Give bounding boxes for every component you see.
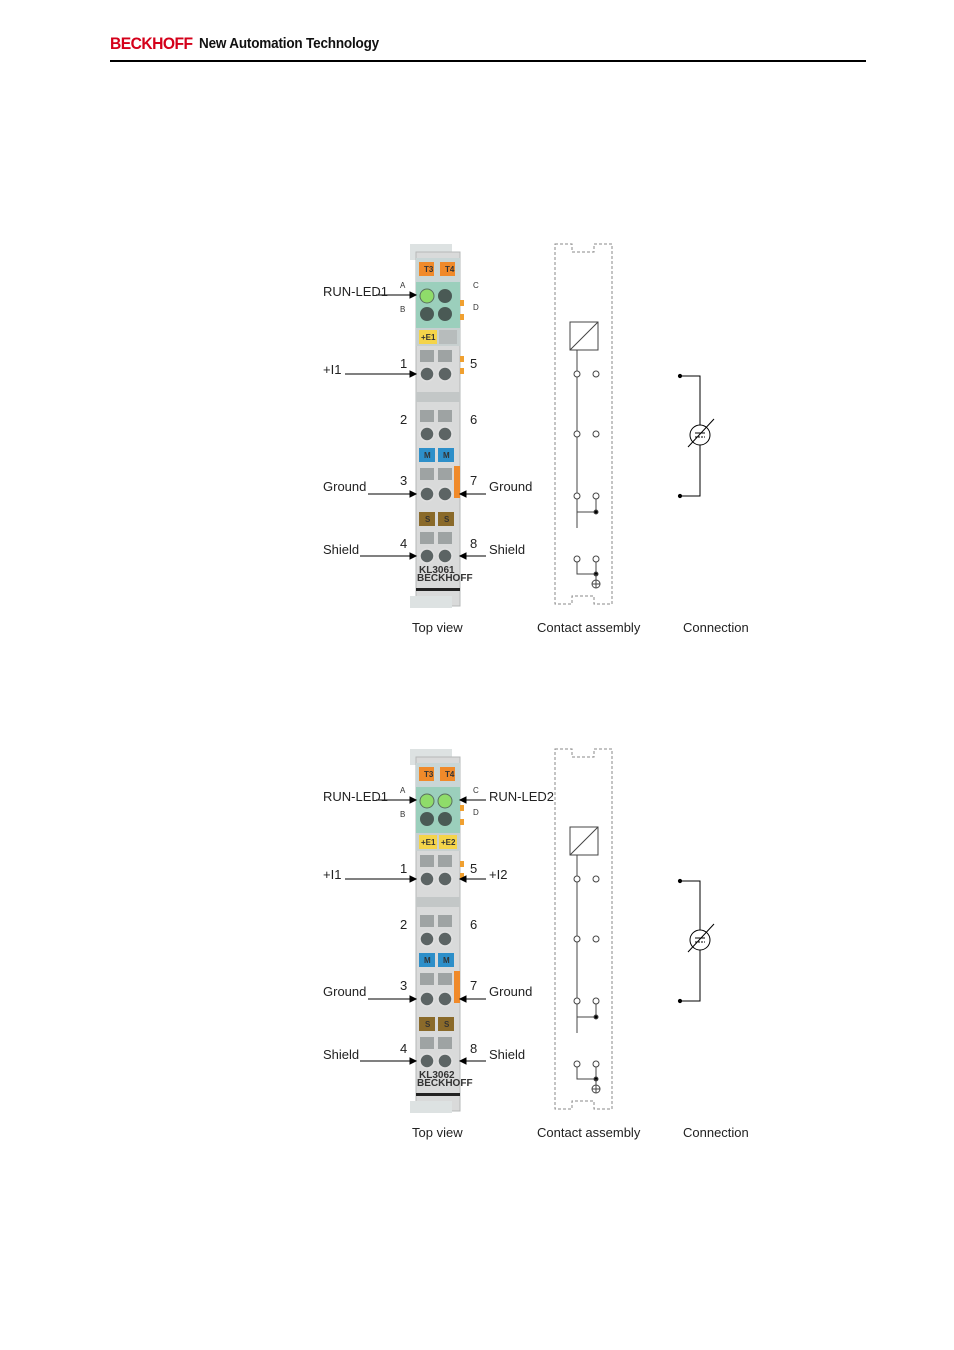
label-input-1: +I1 xyxy=(323,362,342,377)
label-shield-right: Shield xyxy=(489,1047,526,1062)
brand-tagline: New Automation Technology xyxy=(199,35,379,52)
label-ground-left: Ground xyxy=(323,479,367,494)
contact-assembly xyxy=(554,748,613,1110)
label-ground-right: Ground xyxy=(489,984,533,999)
label-input-2: +I2 xyxy=(489,867,508,882)
label-ground-left: Ground xyxy=(323,984,367,999)
contact-d: D xyxy=(473,303,479,312)
contact-8: 8 xyxy=(470,1041,478,1056)
contact-assembly xyxy=(554,243,613,605)
tag-t3: T3 xyxy=(424,265,434,274)
tag-m1: M xyxy=(424,956,431,965)
caption-contact-assembly: Contact assembly xyxy=(537,620,641,635)
label-run-led1: RUN-LED1 xyxy=(323,284,389,299)
contact-1: 1 xyxy=(400,861,408,876)
contact-7: 7 xyxy=(470,978,478,993)
caption-top-view: Top view xyxy=(412,620,463,635)
tag-e1: +E1 xyxy=(421,333,436,342)
contact-8: 8 xyxy=(470,536,478,551)
label-ground-right: Ground xyxy=(489,479,533,494)
caption-connection: Connection xyxy=(683,620,749,635)
label-shield-left: Shield xyxy=(323,542,360,557)
tag-s2: S xyxy=(444,1020,450,1029)
terminal-model: KL3061 xyxy=(419,565,455,576)
label-run-led1: RUN-LED1 xyxy=(323,789,389,804)
tag-t3: T3 xyxy=(424,770,434,779)
brand-logo: BECKHOFF xyxy=(110,34,193,53)
contact-6: 6 xyxy=(470,412,478,427)
tag-t4: T4 xyxy=(445,265,455,274)
header-rule xyxy=(110,60,866,62)
contact-2: 2 xyxy=(400,917,408,932)
contact-c: C xyxy=(473,281,479,290)
figure-kl3061: T3 T4 +E1 M M S S KL3061 BECKHOFF RUN-LE… xyxy=(318,238,758,638)
contact-3: 3 xyxy=(400,473,408,488)
label-arrows xyxy=(345,796,486,1065)
figure-kl3062-drawing xyxy=(345,748,715,1113)
label-shield-left: Shield xyxy=(323,1047,360,1062)
contact-b: B xyxy=(400,810,406,819)
caption-contact-assembly: Contact assembly xyxy=(537,1125,641,1140)
terminal-maker: BECKHOFF xyxy=(417,1078,473,1089)
contact-a: A xyxy=(400,281,406,290)
connection-symbol xyxy=(677,878,715,1004)
label-input-1: +I1 xyxy=(323,867,342,882)
tag-s1: S xyxy=(425,1020,431,1029)
caption-top-view: Top view xyxy=(412,1125,463,1140)
tag-e1: +E1 xyxy=(421,838,436,847)
contact-5: 5 xyxy=(470,356,478,371)
contact-4: 4 xyxy=(400,536,408,551)
terminal-model: KL3062 xyxy=(419,1070,455,1081)
contact-5: 5 xyxy=(470,861,478,876)
terminal-body xyxy=(410,749,464,1113)
tag-s1: S xyxy=(425,515,431,524)
contact-b: B xyxy=(400,305,406,314)
contact-1: 1 xyxy=(400,356,408,371)
caption-connection: Connection xyxy=(683,1125,749,1140)
contact-3: 3 xyxy=(400,978,408,993)
tag-s2: S xyxy=(444,515,450,524)
tag-m2: M xyxy=(443,451,450,460)
label-shield-right: Shield xyxy=(489,542,526,557)
label-run-led2: RUN-LED2 xyxy=(489,789,555,804)
contact-4: 4 xyxy=(400,1041,408,1056)
tag-m2: M xyxy=(443,956,450,965)
contact-6: 6 xyxy=(470,917,478,932)
contact-d: D xyxy=(473,808,479,817)
figure-kl3061-drawing xyxy=(345,243,715,608)
terminal-body xyxy=(410,244,464,608)
tag-e2: +E2 xyxy=(441,838,456,847)
connection-symbol xyxy=(677,373,715,499)
contact-points xyxy=(573,350,601,589)
tag-t4: T4 xyxy=(445,770,455,779)
page-header: BECKHOFF New Automation Technology xyxy=(110,32,866,66)
label-arrows xyxy=(345,291,486,560)
terminal-maker: BECKHOFF xyxy=(417,573,473,584)
contact-a: A xyxy=(400,786,406,795)
contact-points xyxy=(573,855,601,1094)
contact-7: 7 xyxy=(470,473,478,488)
figure-kl3062: T3 T4 +E1 +E2 M M S S KL3062 BECKHOFF RU… xyxy=(318,743,758,1143)
contact-2: 2 xyxy=(400,412,408,427)
tag-m1: M xyxy=(424,451,431,460)
contact-c: C xyxy=(473,786,479,795)
